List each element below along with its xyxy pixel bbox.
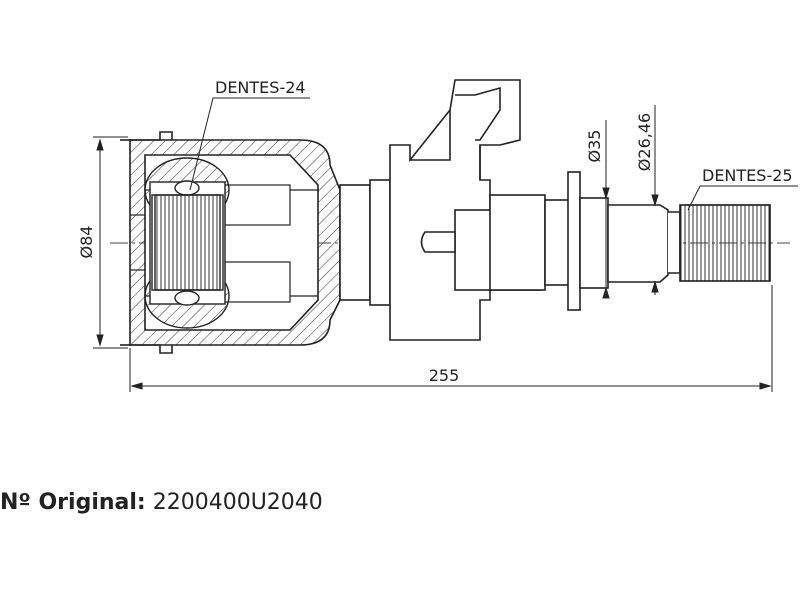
dimension-diameter-26: [651, 105, 659, 295]
dimension-length-255: [129, 285, 773, 392]
label-diameter-35: Ø35: [585, 130, 604, 163]
leader-dentes-25: [687, 185, 798, 211]
dimension-diameter-84: [93, 136, 128, 349]
inner-race-splines: [151, 194, 224, 291]
cv-joint-technical-drawing: Ø84 Ø35 Ø26,46 DENTES-24 DENTES-25 255: [77, 78, 798, 392]
ball-tracks: [130, 184, 318, 303]
label-diameter-26: Ø26,46: [635, 113, 654, 171]
part-number-value: 2200400U2040: [152, 490, 323, 515]
stub-shaft: [489, 171, 681, 311]
original-part-number: Nº Original: 2200400U2040: [0, 490, 323, 515]
housing-neck: [339, 179, 391, 306]
dimension-diameter-35: [602, 120, 610, 299]
label-dentes-24: DENTES-24: [215, 78, 306, 97]
output-splines: [679, 204, 771, 282]
leader-dentes-24: [189, 97, 310, 191]
label-length-255: 255: [429, 366, 460, 385]
label-dentes-25: DENTES-25: [702, 166, 793, 185]
part-number-label: Nº Original:: [0, 490, 146, 515]
label-diameter-84: Ø84: [77, 226, 96, 259]
